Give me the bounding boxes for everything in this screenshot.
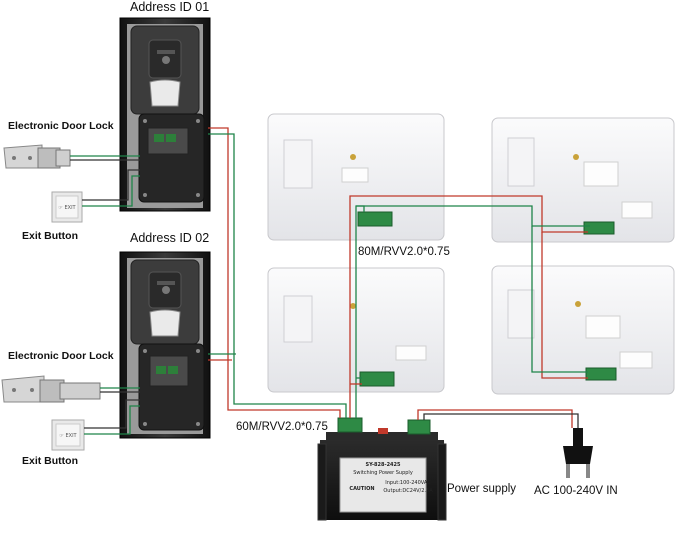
monitor-terminals — [357, 211, 617, 387]
outdoor-cable-spec-label: 60M/RVV2.0*0.75 — [236, 421, 328, 433]
address-id-01-label: Address ID 01 — [130, 0, 210, 14]
svg-text:☞ EXIT: ☞ EXIT — [59, 433, 77, 439]
monitor-bottom-right — [491, 265, 675, 395]
ps-output-text: Output:DC24V/2.5A — [383, 488, 433, 494]
door-lock-1 — [3, 144, 71, 169]
svg-text:☞ EXIT: ☞ EXIT — [58, 205, 76, 211]
electronic-door-lock-label-2: Electronic Door Lock — [8, 350, 114, 362]
exit-button-label-2: Exit Button — [22, 455, 78, 467]
ps-title-text: Switching Power Supply — [353, 470, 413, 476]
monitor-top-right — [491, 117, 675, 243]
ps-model-text: SY-828-2425 — [366, 462, 402, 468]
wires — [70, 127, 590, 435]
ps-input-text: Input:100-240VAC — [385, 480, 431, 486]
electronic-door-lock-label-1: Electronic Door Lock — [8, 120, 114, 132]
exit-button-device-2: ☞ EXIT — [51, 419, 85, 451]
outdoor-panel-1 — [119, 17, 211, 212]
address-id-02-label: Address ID 02 — [130, 231, 210, 245]
ac-plug — [563, 428, 593, 478]
ac-input-label: AC 100-240V IN — [534, 485, 618, 497]
door-lock-2 — [1, 375, 101, 403]
monitor-top-left — [267, 113, 445, 241]
exit-button-label-1: Exit Button — [22, 230, 78, 242]
outdoor-panel-2 — [119, 251, 211, 439]
exit-button-device-1: ☞ EXIT — [51, 191, 83, 223]
power-supply-unit: SY-828-2425 Switching Power Supply Input… — [317, 417, 447, 521]
power-supply-label: Power supply — [447, 483, 517, 495]
monitor-cable-spec-label: 80M/RVV2.0*0.75 — [358, 246, 450, 258]
ps-caution-text: CAUTION — [349, 486, 374, 492]
